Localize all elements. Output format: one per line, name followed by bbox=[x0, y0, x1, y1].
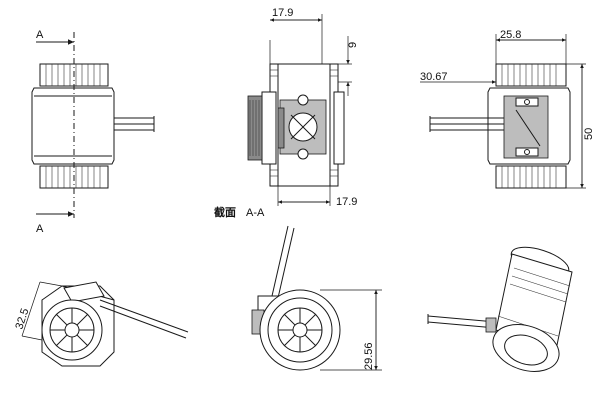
iso-left-view bbox=[21, 281, 189, 367]
dim-side-offset: 30.67 bbox=[420, 71, 448, 83]
section-caption: A-A bbox=[246, 207, 265, 219]
section-view bbox=[247, 14, 352, 206]
iso-middle-view bbox=[251, 225, 382, 371]
dim-side-height: 50 bbox=[583, 128, 595, 140]
dim-bottom-width: 17.9 bbox=[336, 196, 357, 208]
section-label-bottom: A bbox=[36, 223, 44, 235]
side-view bbox=[420, 34, 586, 189]
section-label-top: A bbox=[36, 29, 44, 41]
front-view bbox=[31, 32, 155, 218]
dim-top-width: 17.9 bbox=[272, 7, 293, 19]
dim-right-height: 9 bbox=[347, 42, 359, 48]
dim-iso-left: 32.5 bbox=[13, 307, 31, 331]
iso-right-view bbox=[427, 246, 573, 372]
dim-iso-mid: 29.56 bbox=[363, 342, 375, 370]
dim-side-width: 25.8 bbox=[500, 29, 521, 41]
section-caption-cn: 截面 bbox=[214, 205, 236, 219]
